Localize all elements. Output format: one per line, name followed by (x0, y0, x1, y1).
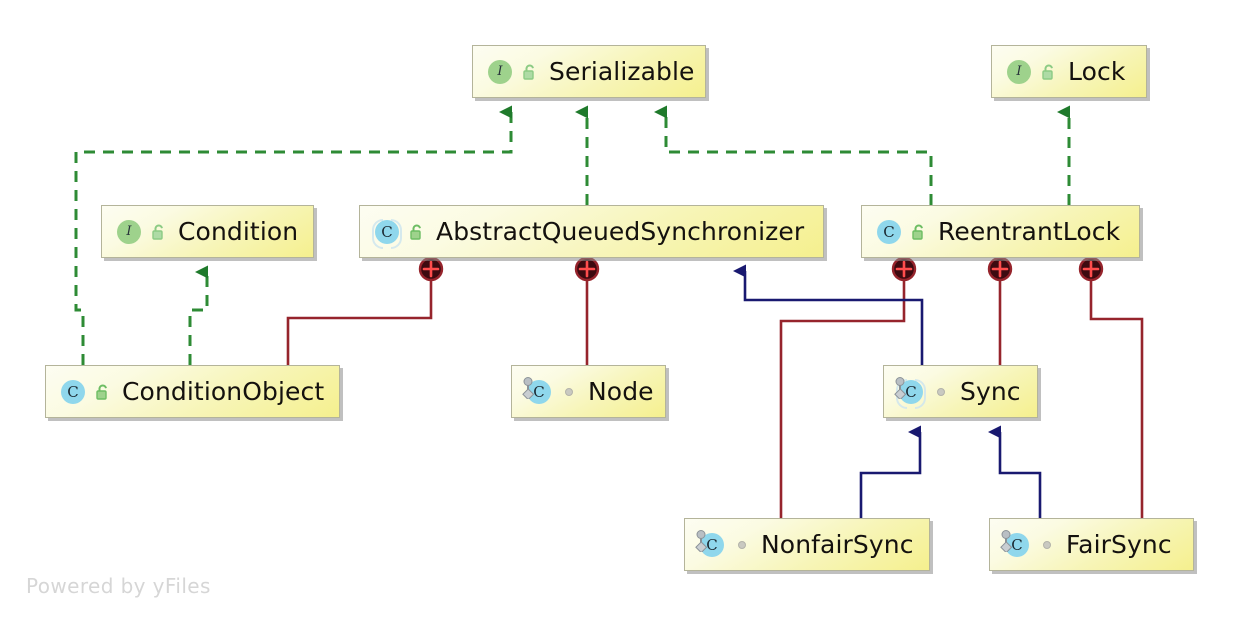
uml-node-serializable[interactable]: I Serializable (472, 45, 706, 98)
node-label: Node (588, 377, 654, 406)
node-label: Serializable (549, 57, 695, 86)
public-lock-icon (150, 222, 168, 242)
class-icon: C (58, 377, 88, 407)
uml-node-nonfairsync[interactable]: C NonfairSync (684, 518, 930, 571)
nested-class-icon: C (695, 529, 727, 560)
uml-node-abstractqueuedsynchronizer[interactable]: C AbstractQueuedSynchronizer (359, 205, 824, 258)
node-label: Condition (178, 217, 299, 246)
uml-node-node[interactable]: C Node (511, 365, 666, 418)
public-lock-icon (521, 62, 539, 82)
nested-decorator-icon (522, 376, 535, 399)
public-lock-icon (910, 222, 928, 242)
nested-decorator-icon (1000, 529, 1013, 552)
node-label: FairSync (1066, 530, 1172, 559)
node-label: AbstractQueuedSynchronizer (436, 217, 805, 246)
interface-icon: I (1004, 57, 1034, 87)
node-label: ReentrantLock (938, 217, 1121, 246)
node-label: NonfairSync (761, 530, 914, 559)
yfiles-watermark: Powered by yFiles (26, 574, 211, 598)
public-lock-icon (94, 382, 112, 402)
nested-class-icon: C (1000, 529, 1032, 560)
package-visibility-icon (932, 382, 950, 402)
uml-node-reentrantlock[interactable]: C ReentrantLock (861, 205, 1140, 258)
interface-icon: I (485, 57, 515, 87)
node-label: ConditionObject (122, 377, 325, 406)
class-icon: C (874, 217, 904, 247)
interface-icon: I (114, 217, 144, 247)
uml-node-condition[interactable]: I Condition (101, 205, 314, 258)
nested-decorator-icon (894, 376, 907, 399)
node-label: Lock (1068, 57, 1126, 86)
public-lock-icon (1040, 62, 1058, 82)
nested-class-icon: C (522, 376, 554, 407)
uml-node-fairsync[interactable]: C FairSync (989, 518, 1194, 571)
uml-node-conditionobject[interactable]: C ConditionObject (45, 365, 340, 418)
abstract-class-icon: C (372, 217, 402, 249)
package-visibility-icon (560, 382, 578, 402)
uml-node-sync[interactable]: C Sync (883, 365, 1038, 418)
package-visibility-icon (733, 535, 751, 555)
nested-decorator-icon (695, 529, 708, 552)
nested-abstract-class-icon: C (894, 376, 926, 409)
uml-node-lock[interactable]: I Lock (991, 45, 1147, 98)
package-visibility-icon (1038, 535, 1056, 555)
node-label: Sync (960, 377, 1021, 406)
public-lock-icon (408, 222, 426, 242)
